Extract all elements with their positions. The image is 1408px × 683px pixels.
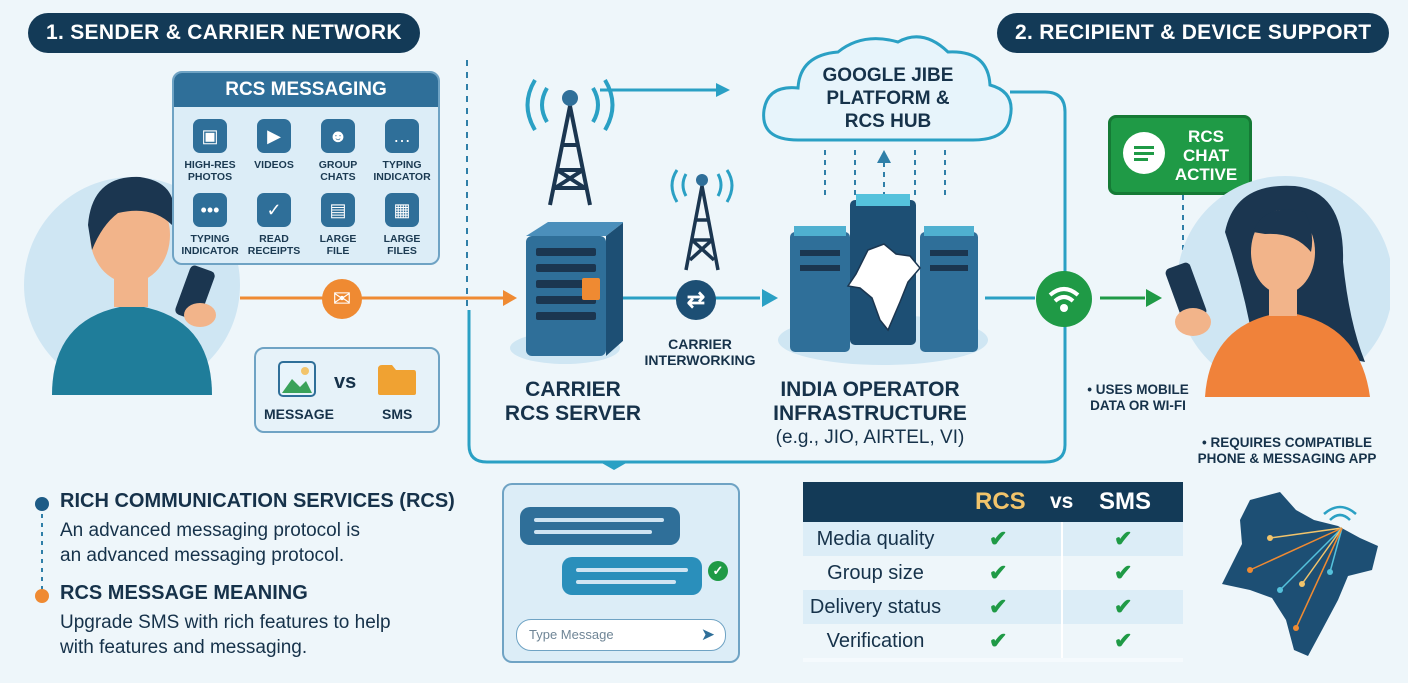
recipient-note-data: • USES MOBILE DATA OR WI-FI xyxy=(1087,382,1189,413)
table-row-label: Verification xyxy=(826,630,925,652)
photo-icon: ▣ xyxy=(193,119,227,153)
chat-badge-label: RCS CHAT ACTIVE xyxy=(1174,127,1238,184)
cloud-icon xyxy=(762,35,1013,142)
message-input-placeholder: Type Message xyxy=(529,627,614,642)
vs-column-header: vs xyxy=(1050,490,1074,513)
group-icon: ☻ xyxy=(321,119,355,153)
wifi-icon xyxy=(1036,271,1092,327)
outgoing-message-bubble xyxy=(562,557,702,595)
small-tower-icon xyxy=(670,169,734,271)
recipient-note-phone: • REQUIRES COMPATIBLE PHONE & MESSAGING … xyxy=(1197,435,1377,466)
feature-label: LARGE FILE xyxy=(319,233,357,257)
table-row: Group size ✔ ✔ xyxy=(803,556,1183,590)
rcs-chat-active-badge: RCS CHAT ACTIVE xyxy=(1108,115,1252,195)
rcs-check-icon: ✔ xyxy=(989,628,1008,653)
comparison-table: RCS vs SMS Media quality✔✔Group size✔✔De… xyxy=(803,482,1183,662)
india-infrastructure-icon xyxy=(778,194,988,365)
send-icon[interactable]: ➤ xyxy=(700,625,715,644)
interworking-icon: ⇄ xyxy=(676,280,716,320)
table-row: Media quality ✔ ✔ xyxy=(803,522,1183,556)
table-divider xyxy=(1061,624,1063,658)
delivered-check-icon: ✓ xyxy=(708,561,728,581)
message-vs-sms-box: vs MESSAGE SMS xyxy=(254,347,440,433)
india-infrastructure-title: INDIA OPERATOR INFRASTRUCTURE xyxy=(773,378,967,425)
table-divider xyxy=(1061,556,1063,590)
recipient-person-illustration xyxy=(1165,172,1393,397)
feature-label: GROUP CHATS xyxy=(318,159,358,183)
typing-icon: ••• xyxy=(193,193,227,227)
image-icon xyxy=(278,361,316,397)
table-header: RCS vs SMS xyxy=(803,482,1183,522)
feature-label: TYPING INDICATOR xyxy=(373,159,431,183)
table-row: Verification ✔ ✔ xyxy=(803,624,1183,658)
rcs-check-icon: ✔ xyxy=(989,560,1008,585)
table-row-label: Media quality xyxy=(816,528,935,550)
envelope-icon: ✉ xyxy=(322,279,362,319)
feature-label: LARGE FILES xyxy=(383,233,421,257)
definition-bullet xyxy=(35,497,49,511)
check-icon: ✓ xyxy=(257,193,291,227)
definition-text: An advanced messaging protocol is an adv… xyxy=(60,520,360,566)
table-row-label: Group size xyxy=(827,562,924,584)
feature-label: READ RECEIPTS xyxy=(247,233,301,257)
cloud-label: GOOGLE JIBE PLATFORM & RCS HUB xyxy=(822,65,954,132)
feature-label: HIGH-RES PHOTOS xyxy=(184,159,236,183)
sms-check-icon: ✔ xyxy=(1114,560,1133,585)
vs-label: vs xyxy=(334,371,357,393)
sms-check-icon: ✔ xyxy=(1114,526,1133,551)
incoming-message-bubble xyxy=(520,507,680,545)
sms-label: SMS xyxy=(382,406,413,422)
video-icon: ▶ xyxy=(257,119,291,153)
message-label: MESSAGE xyxy=(264,406,335,422)
chat-lines-icon xyxy=(1134,146,1154,161)
folder-icon xyxy=(378,365,416,395)
definition-title: RICH COMMUNICATION SERVICES (RCS) xyxy=(60,490,455,512)
document-icon: ▦ xyxy=(385,193,419,227)
table-row: Delivery status ✔ ✔ xyxy=(803,590,1183,624)
table-divider xyxy=(1061,522,1063,556)
sms-check-icon: ✔ xyxy=(1114,594,1133,619)
definition-title: RCS MESSAGE MEANING xyxy=(60,582,308,604)
definition-text: Upgrade SMS with rich features to help w… xyxy=(60,612,391,658)
message-input[interactable]: Type Message ➤ xyxy=(516,619,726,651)
rcs-column-header: RCS xyxy=(975,488,1026,515)
rcs-panel-title: RCS MESSAGING xyxy=(174,73,438,107)
carrier-server-icon xyxy=(510,222,623,364)
section-header-sender: 1. SENDER & CARRIER NETWORK xyxy=(28,13,420,53)
sms-check-icon: ✔ xyxy=(1114,628,1133,653)
tower-icon xyxy=(525,78,615,206)
file-icon: ▤ xyxy=(321,193,355,227)
india-infrastructure-subtitle: (e.g., JIO, AIRTEL, VI) xyxy=(775,427,965,448)
carrier-server-label: CARRIER RCS SERVER xyxy=(504,378,642,425)
rcs-check-icon: ✔ xyxy=(989,594,1008,619)
chat-mockup: ✓ Type Message ➤ xyxy=(502,483,740,663)
interworking-label: CARRIER INTERWORKING xyxy=(644,336,756,368)
table-row-label: Delivery status xyxy=(809,596,942,618)
chat-dots-icon: … xyxy=(385,119,419,153)
india-map-icon xyxy=(1222,492,1378,656)
feature-label: TYPING INDICATOR xyxy=(181,233,239,257)
table-divider xyxy=(1061,590,1063,624)
definition-bullet xyxy=(35,589,49,603)
rcs-messaging-panel: RCS MESSAGING ▣ HIGH-RES PHOTOS ▶ VIDEOS ☻ GR… xyxy=(172,71,440,265)
sms-column-header: SMS xyxy=(1099,488,1152,515)
feature-label: VIDEOS xyxy=(254,159,294,171)
rcs-check-icon: ✔ xyxy=(989,526,1008,551)
section-header-recipient: 2. RECIPIENT & DEVICE SUPPORT xyxy=(997,13,1390,53)
